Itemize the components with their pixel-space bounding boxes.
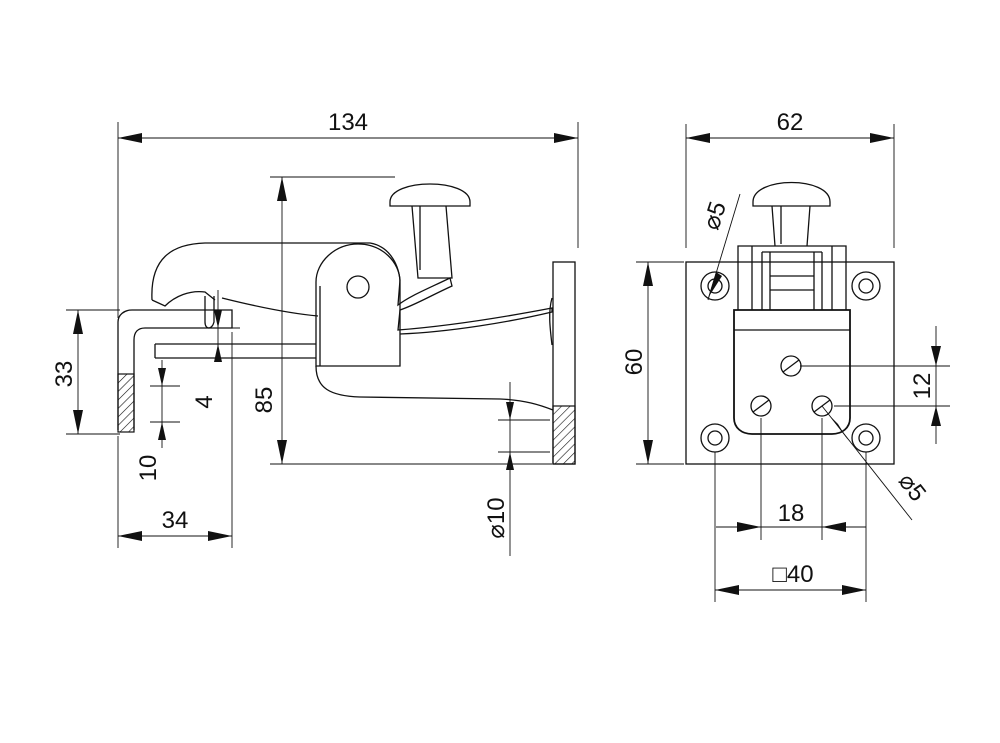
dim-pin-diameter-bottom: ⌀5: [893, 468, 931, 507]
hook-section-hatch: [117, 373, 135, 433]
base-plate: [685, 261, 895, 465]
pin-left: [750, 395, 772, 417]
side-view: [117, 183, 576, 465]
dim-gap: 4: [191, 395, 218, 408]
dim-pin-spacing: 18: [778, 500, 805, 527]
dim-height: 85: [251, 387, 278, 414]
dim-hole-diameter: ⌀10: [483, 497, 510, 538]
plate-section-hatch: [552, 405, 576, 465]
pin-right: [811, 395, 833, 417]
knob-cap: [389, 183, 471, 207]
dim-hole-square: □40: [772, 561, 813, 588]
dim-thickness: 10: [135, 455, 162, 482]
knob-stem: [411, 205, 453, 279]
hinge-assembly: [737, 245, 847, 310]
dim-pin-diameter-top: ⌀5: [698, 198, 732, 233]
dim-arm-length: 34: [162, 507, 189, 534]
dim-overall-length: 134: [328, 109, 368, 136]
hinge-pin-hole: [346, 275, 370, 299]
lever-plate: [733, 309, 851, 435]
hinge-block: [315, 243, 401, 367]
base-arm: [315, 365, 554, 411]
dim-plate-height: 60: [621, 349, 648, 376]
dim-pin-offset: 12: [909, 373, 936, 400]
hook-arm: [117, 309, 233, 430]
lever-body: [151, 242, 553, 335]
knob-front: [752, 181, 831, 207]
dim-arm-height: 33: [51, 361, 78, 388]
side-dimensions: 134 85 33 34 4 10: [51, 109, 579, 556]
dim-plate-width: 62: [777, 109, 804, 136]
